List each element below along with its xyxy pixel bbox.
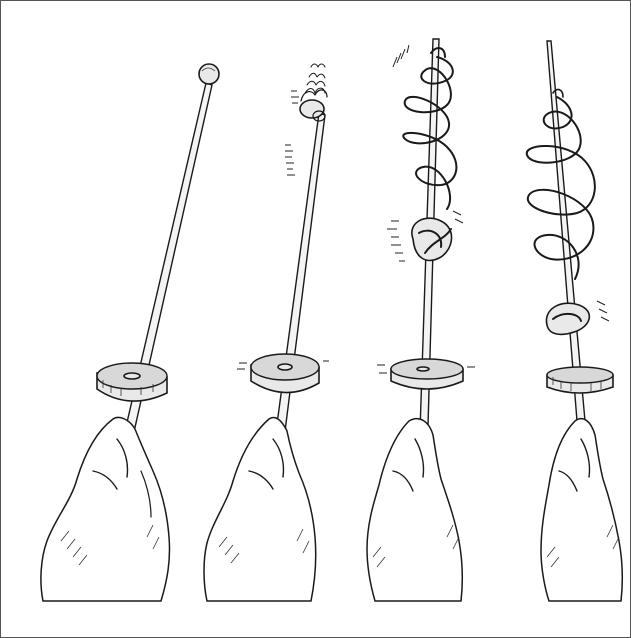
spindle-tip-ball (199, 64, 219, 84)
hand-holding-spindle (367, 419, 462, 601)
hand-holding-spindle (541, 419, 622, 601)
spindle-whorl (97, 363, 167, 401)
spindle-shaft (118, 83, 212, 463)
spindle-whorl (547, 367, 613, 393)
spindle-whorl (237, 354, 329, 393)
hand-holding-spindle (41, 417, 170, 601)
half-hitch-icon (546, 303, 589, 334)
half-hitch-icon (412, 218, 452, 260)
panel-3-spindle-with-loops (367, 39, 475, 601)
spindle-shaft (547, 41, 585, 421)
yarn-knot-icon (300, 64, 327, 121)
spindle-shaft (272, 113, 325, 463)
panel-1-spindle-with-ball (41, 64, 219, 601)
hand-holding-spindle (204, 418, 316, 602)
panel-4-spindle-with-spiral (527, 41, 623, 601)
spindle-whorl (377, 359, 475, 389)
panel-2-spindle-with-knot (204, 64, 329, 601)
